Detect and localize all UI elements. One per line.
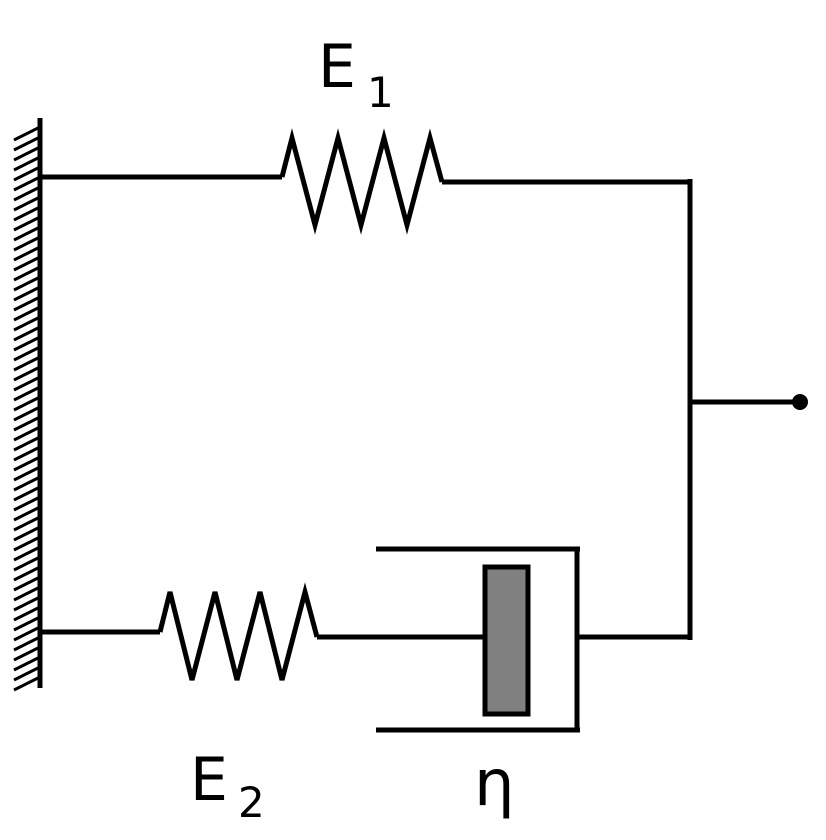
wall-hatch-stroke [13,296,39,312]
wall-hatch-stroke [13,636,39,652]
wall-hatch-stroke [13,126,39,142]
wall-hatch-stroke [13,326,39,342]
wall-hatch-stroke [13,256,39,272]
wall-hatch-stroke [13,236,39,252]
wall-hatch-stroke [13,146,39,162]
wall-hatch-stroke [13,186,39,202]
label-e1-subscript: 1 [367,68,394,117]
wall-hatch-stroke [13,396,39,412]
wall-hatch-stroke [13,336,39,352]
wall-hatch-stroke [13,386,39,402]
top-branch [40,128,692,235]
label-e1-main: E [318,32,356,102]
wall-hatch-stroke [13,266,39,282]
wall-hatch-stroke [13,436,39,452]
label-eta: η [474,747,515,821]
wall-hatch-stroke [13,546,39,562]
wall-hatch-stroke [13,406,39,422]
wall-hatch-stroke [13,356,39,372]
wall-hatch-stroke [13,536,39,552]
wall-hatching [13,126,39,692]
wall-hatch-stroke [13,346,39,362]
wall-hatch-stroke [13,426,39,442]
bottom-branch [40,546,692,733]
wall-hatch-stroke [13,596,39,612]
spring-e2 [157,582,320,681]
wall-hatch-stroke [13,306,39,322]
spring-e1 [279,128,445,235]
wall-hatch-stroke [13,156,39,172]
wall-hatch-stroke [13,496,39,512]
wall-hatch-stroke [13,446,39,462]
wall-hatch-stroke [13,456,39,472]
wall-hatch-stroke [13,176,39,192]
wall-hatch-stroke [13,626,39,642]
label-e2-subscript: 2 [238,778,265,827]
wall-hatch-stroke [13,206,39,222]
wall-hatch-stroke [13,666,39,682]
wall-hatch-stroke [13,366,39,382]
wall-hatch-stroke [13,476,39,492]
wall-hatch-stroke [13,216,39,232]
wall-hatch-stroke [13,566,39,582]
output-terminal-dot [792,394,808,410]
wall-hatch-stroke [13,286,39,302]
wall-hatch-stroke [13,646,39,662]
wall-hatch-stroke [13,376,39,392]
right-connector [687,179,808,640]
wall-hatch-stroke [13,656,39,672]
wall-hatch-stroke [13,166,39,182]
wall-hatch-stroke [13,576,39,592]
wall-hatch-stroke [13,676,39,692]
wall-hatch-stroke [13,466,39,482]
wall-hatch-stroke [13,416,39,432]
wall-hatch-stroke [13,316,39,332]
fixed-wall [13,118,43,692]
wall-hatch-stroke [13,196,39,212]
wall-hatch-stroke [13,606,39,622]
wall-hatch-stroke [13,486,39,502]
wall-hatch-stroke [13,276,39,292]
wall-hatch-stroke [13,136,39,152]
wall-hatch-stroke [13,616,39,632]
wall-hatch-stroke [13,556,39,572]
dashpot-piston [482,564,531,717]
wall-hatch-stroke [13,586,39,602]
label-e2-main: E [190,745,228,815]
wall-hatch-stroke [13,516,39,532]
wall-hatch-stroke [13,226,39,242]
wall-hatch-stroke [13,526,39,542]
wall-hatch-stroke [13,246,39,262]
wall-hatch-stroke [13,506,39,522]
